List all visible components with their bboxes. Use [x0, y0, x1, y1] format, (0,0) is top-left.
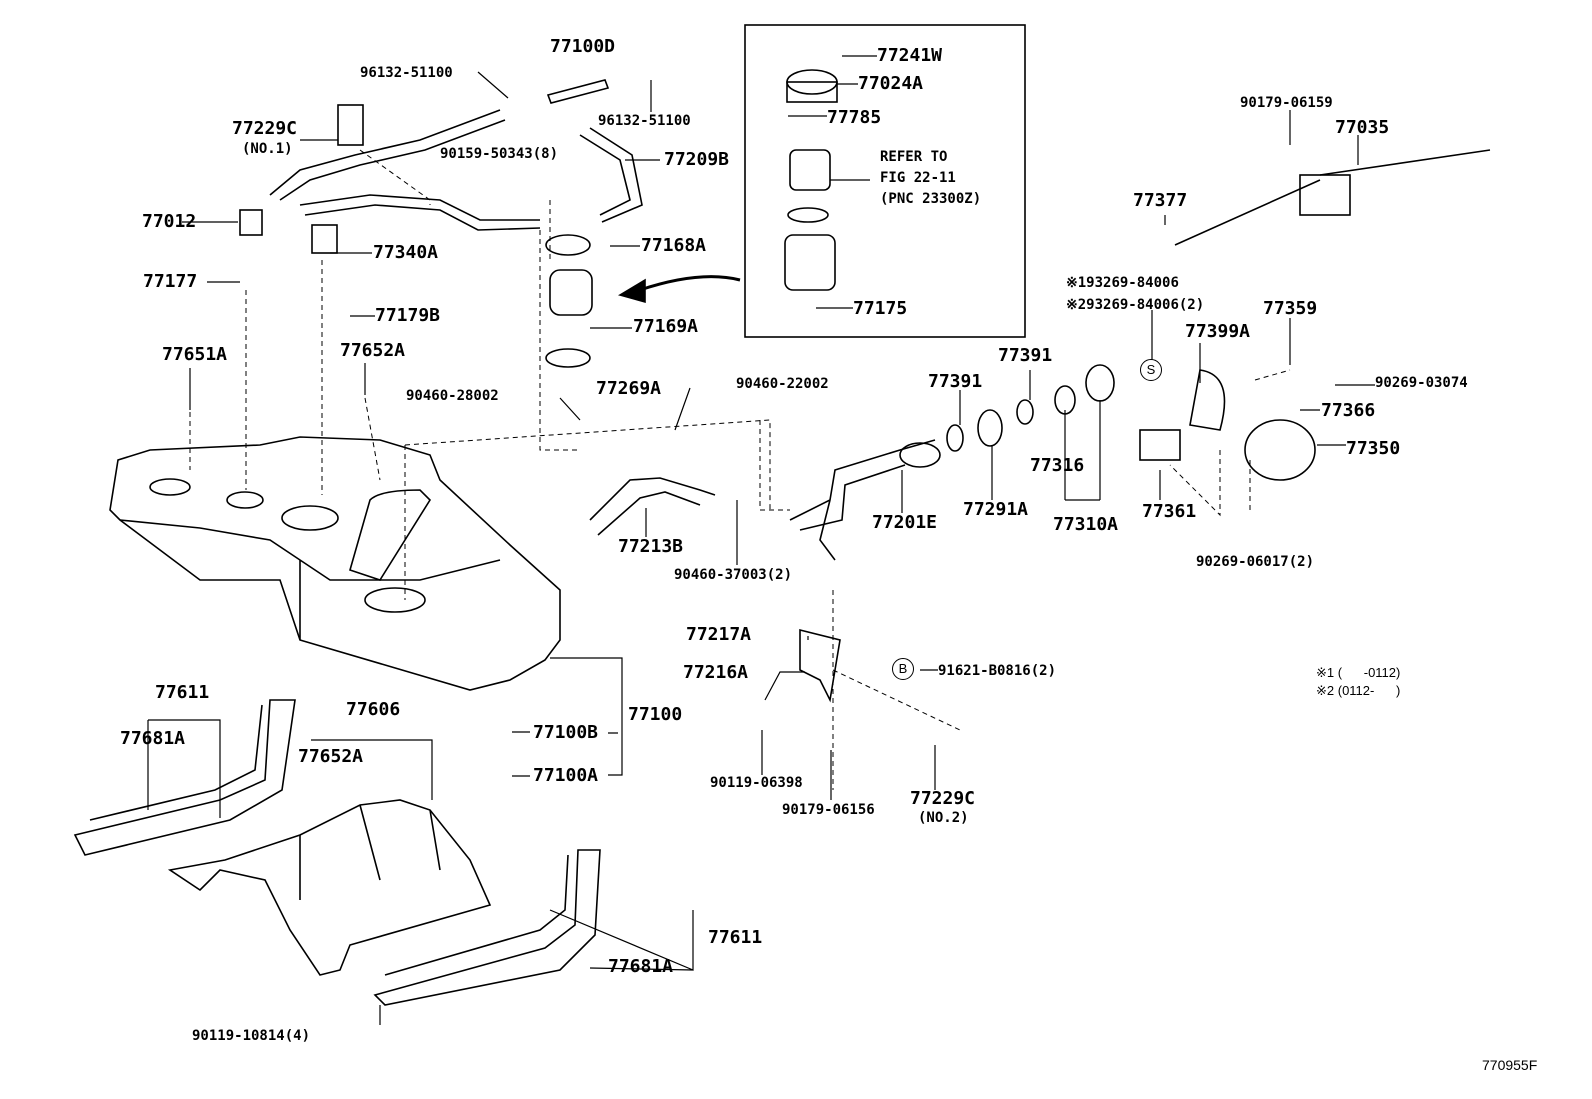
part-label: 77100B — [533, 722, 599, 743]
part-label: 77169A — [633, 316, 699, 337]
part-label: 77652A — [340, 340, 406, 361]
hose-77209b — [579, 127, 643, 223]
vapor-pipe — [269, 109, 506, 201]
part-label: 77177 — [143, 271, 198, 292]
tank-strap-right — [373, 849, 601, 1006]
part-label: 90159-50343(8) — [440, 146, 559, 162]
part-label: 90269-03074 — [1375, 375, 1468, 391]
part-label: 90179-06159 — [1240, 95, 1333, 111]
part-label: 77377 — [1133, 190, 1188, 211]
footnote-1: ※1 ( -0112) — [1316, 665, 1401, 680]
part-label: 77217A — [686, 624, 752, 645]
part-label: 96132-51100 — [360, 65, 453, 81]
part-label: 90460-22002 — [736, 376, 829, 392]
part-label: 77100 — [628, 704, 683, 725]
part-label: 77340A — [373, 242, 439, 263]
figure-id: 770955F — [1482, 1057, 1538, 1073]
part-qualifier: (NO.2) — [918, 810, 969, 826]
part-label: 77316 — [1030, 455, 1085, 476]
reference-note: REFER TO — [880, 149, 948, 165]
part-label: 77361 — [1142, 501, 1197, 522]
part-label: 90460-37003(2) — [674, 567, 793, 583]
part-label: 77291A — [963, 499, 1029, 520]
part-label: 77024A — [858, 73, 924, 94]
part-label: 77100D — [550, 36, 616, 57]
reference-note: (PNC 23300Z) — [880, 191, 982, 207]
part-label: 77201E — [872, 512, 938, 533]
filler-pipe — [789, 439, 936, 561]
part-label: 77681A — [608, 956, 674, 977]
part-label: 77035 — [1335, 117, 1390, 138]
part-label: 77012 — [142, 211, 197, 232]
part-label: 77391 — [998, 345, 1053, 366]
part-label: 77241W — [877, 45, 943, 66]
part-label: 77366 — [1321, 400, 1376, 421]
part-label: 77168A — [641, 235, 707, 256]
part-label: 77785 — [827, 107, 882, 128]
tank-strap-left — [73, 699, 296, 856]
reference-note: FIG 22-11 — [880, 170, 956, 186]
part-label: 77229C — [232, 118, 298, 139]
part-label: 77209B — [664, 149, 730, 170]
part-label: 91621-B0816(2) — [938, 663, 1057, 679]
part-qualifier: (NO.1) — [242, 141, 293, 157]
part-label: 90269-06017(2) — [1196, 554, 1315, 570]
fuel-pump-inset-box — [744, 24, 1026, 338]
part-label: 77399A — [1185, 321, 1251, 342]
part-label: 77611 — [155, 682, 210, 703]
part-label: 96132-51100 — [598, 113, 691, 129]
part-label: 77310A — [1053, 514, 1119, 535]
part-label: 90119-06398 — [710, 775, 803, 791]
part-label: ※193269-84006 — [1066, 275, 1179, 291]
part-label: 77681A — [120, 728, 186, 749]
part-label: 77350 — [1346, 438, 1401, 459]
part-label: 77100A — [533, 765, 599, 786]
part-label: 77175 — [853, 298, 908, 319]
part-label: ※293269-84006(2) — [1066, 297, 1205, 313]
part-label: 77611 — [708, 927, 763, 948]
part-label: 77651A — [162, 344, 228, 365]
heat-shield — [167, 799, 492, 976]
part-label: 77652A — [298, 746, 364, 767]
part-label: 77359 — [1263, 298, 1318, 319]
part-label: 90119-10814(4) — [192, 1028, 311, 1044]
part-label: 77606 — [346, 699, 401, 720]
hose-77100d — [546, 79, 610, 104]
part-label: 77216A — [683, 662, 749, 683]
footnote-2: ※2 (0112- ) — [1316, 683, 1401, 698]
part-label: 90179-06156 — [782, 802, 875, 818]
marker-s: S — [1140, 359, 1162, 381]
hose-77213b — [589, 477, 716, 536]
part-label: 77391 — [928, 371, 983, 392]
part-label: 77179B — [375, 305, 441, 326]
part-label: 77229C — [910, 788, 976, 809]
marker-b: B — [892, 658, 914, 680]
fuel-tank — [109, 436, 561, 691]
part-label: 77213B — [618, 536, 684, 557]
part-label: 77269A — [596, 378, 662, 399]
part-label: 90460-28002 — [406, 388, 499, 404]
